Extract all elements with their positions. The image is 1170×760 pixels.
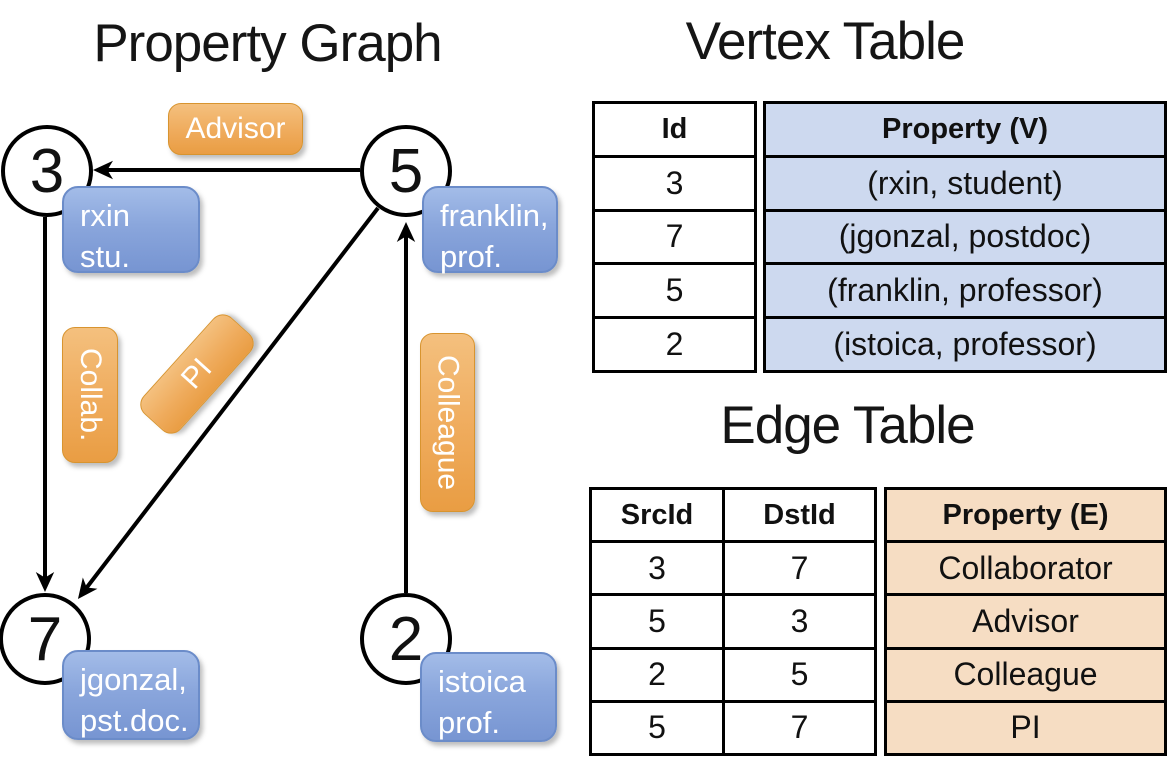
vertex-table-title: Vertex Table	[685, 12, 966, 71]
cell-id: 3	[665, 164, 684, 201]
vertex-table-id-column: Id 3 7 5 2	[592, 101, 757, 373]
vertex-property-line: franklin,	[440, 198, 549, 233]
table-row: 3	[595, 154, 754, 209]
node-id: 2	[388, 604, 424, 674]
vertex-property-line: istoica	[438, 664, 526, 699]
edge-label-collab: Collab.	[62, 327, 118, 463]
table-header-row: Id	[595, 104, 754, 155]
table-row: (franklin, professor)	[766, 262, 1164, 316]
cell-dstid: 7	[722, 702, 874, 754]
vertex-property-line: stu.	[80, 238, 130, 274]
column-header: SrcId	[620, 498, 694, 531]
vertex-property-box-franklin: franklin, prof.	[422, 186, 558, 274]
table-row: PI	[887, 699, 1164, 753]
cell-srcid: 2	[648, 656, 666, 693]
edge-label-text: Collab.	[74, 348, 107, 442]
graph-node-2: 2	[360, 593, 452, 685]
vertex-property-box-rxin: rxin stu.	[62, 186, 200, 274]
table-row: Colleague	[887, 646, 1164, 700]
cell-property: (istoica, professor)	[833, 326, 1097, 363]
table-row: 7	[595, 208, 754, 263]
table-header-row: Property (V)	[766, 104, 1164, 155]
cell-dstid: 7	[722, 543, 874, 594]
cell-property: (jgonzal, postdoc)	[838, 218, 1092, 255]
vertex-property-line: prof.	[438, 704, 501, 740]
table-row: 5	[595, 262, 754, 316]
table-row: Advisor	[887, 593, 1164, 646]
table-row: (rxin, student)	[766, 154, 1164, 209]
cell-edge-property: Advisor	[972, 603, 1079, 639]
graph-edges-layer	[35, 160, 416, 599]
table-row: Collaborator	[887, 540, 1164, 593]
cell-edge-property: Collaborator	[938, 549, 1113, 586]
edge-table-property-column: Property (E) Collaborator Advisor Collea…	[884, 487, 1167, 756]
edge-label-text: PI	[174, 352, 219, 396]
cell-dstid: 3	[722, 596, 874, 647]
cell-property: (rxin, student)	[867, 164, 1063, 201]
cell-edge-property: Colleague	[953, 656, 1098, 693]
column-header: Property (V)	[882, 112, 1048, 145]
table-header-row: SrcId DstId	[592, 490, 874, 541]
cell-dstid: 5	[722, 649, 874, 700]
column-header: Id	[661, 112, 688, 145]
vertex-property-line: pst.doc.	[80, 702, 189, 738]
edge-pi-arrow	[77, 206, 380, 599]
cell-id: 5	[665, 272, 684, 309]
cell-srcid: 5	[648, 709, 666, 746]
table-row: (istoica, professor)	[766, 316, 1164, 370]
table-row: 5 3	[592, 593, 874, 647]
node-id: 5	[388, 136, 424, 206]
vertex-property-line: jgonzal,	[80, 662, 187, 697]
table-row: 2	[595, 316, 754, 370]
cell-property: (franklin, professor)	[827, 272, 1103, 309]
cell-id: 2	[665, 326, 684, 363]
cell-id: 7	[665, 218, 684, 255]
edge-label-text: Colleague	[431, 354, 465, 491]
cell-edge-property: PI	[1010, 709, 1041, 746]
edge-table-title: Edge Table	[720, 396, 975, 455]
edge-label-text: Advisor	[185, 112, 286, 145]
cell-srcid: 3	[648, 549, 666, 586]
vertex-property-line: rxin	[80, 198, 130, 233]
node-id: 3	[29, 136, 65, 206]
column-header: DstId	[722, 490, 874, 541]
vertex-property-line: prof.	[440, 238, 503, 274]
edge-label-colleague: Colleague	[420, 333, 475, 512]
node-id: 7	[27, 604, 63, 674]
table-row: 3 7	[592, 540, 874, 594]
vertex-property-box-istoica: istoica prof.	[420, 652, 557, 742]
cell-srcid: 5	[648, 603, 666, 639]
table-header-row: Property (E)	[887, 490, 1164, 540]
table-row: 5 7	[592, 699, 874, 754]
edge-label-advisor: Advisor	[168, 103, 303, 155]
column-header: Property (E)	[942, 498, 1109, 531]
table-row: 2 5	[592, 646, 874, 700]
vertex-table-property-column: Property (V) (rxin, student) (jgonzal, p…	[763, 101, 1167, 373]
property-graph-title: Property Graph	[93, 14, 442, 73]
table-row: (jgonzal, postdoc)	[766, 208, 1164, 263]
graph-node-5: 5	[360, 125, 452, 217]
vertex-property-box-jgonzal: jgonzal, pst.doc.	[62, 650, 200, 740]
edge-table-id-columns: SrcId DstId 3 7 5 3 2 5 5 7	[589, 487, 877, 756]
